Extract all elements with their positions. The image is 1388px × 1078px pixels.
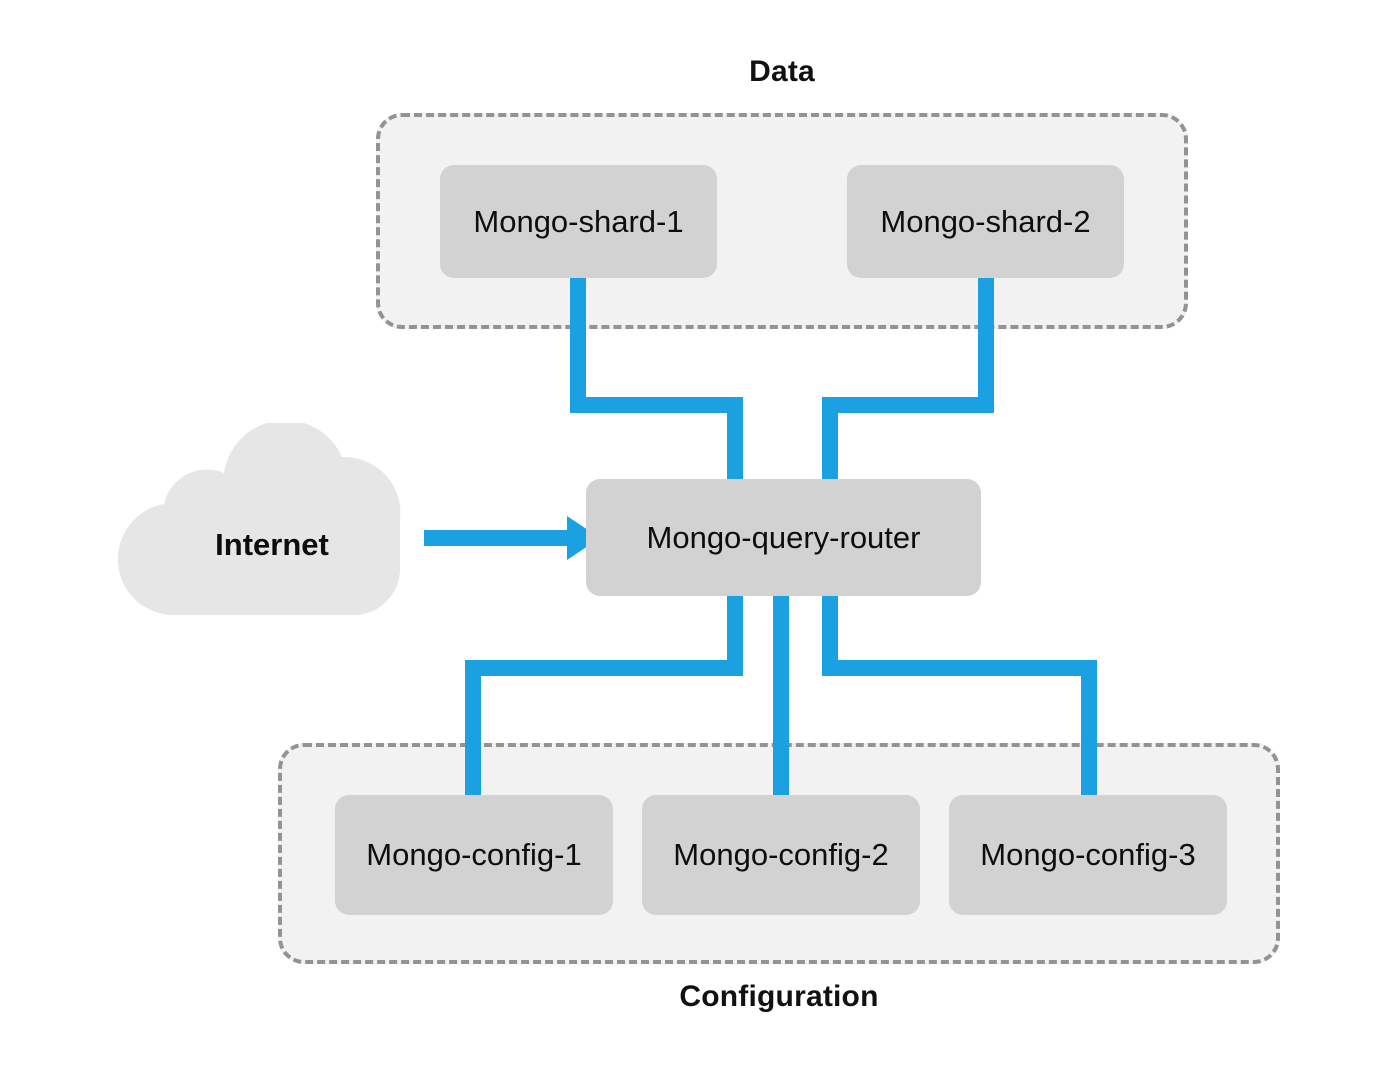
node-mongo-shard-2[interactable]: Mongo-shard-2: [847, 165, 1124, 278]
node-label-internet: Internet: [215, 527, 329, 562]
connector-router-config3: [822, 596, 1097, 795]
connector-shard1-router: [570, 278, 743, 479]
cloud-icon: [117, 423, 401, 615]
connector-shard2-router: [822, 278, 994, 479]
node-mongo-shard-1[interactable]: Mongo-shard-1: [440, 165, 717, 278]
node-mongo-config-2[interactable]: Mongo-config-2: [642, 795, 920, 915]
group-caption-configuration: Configuration: [679, 980, 879, 1013]
group-caption-data: Data: [749, 55, 815, 88]
arrowhead-icon: [567, 516, 600, 560]
connector-router-config1: [465, 596, 743, 795]
node-mongo-config-1[interactable]: Mongo-config-1: [335, 795, 613, 915]
node-internet-cloud[interactable]: Internet: [112, 423, 457, 631]
node-mongo-config-3[interactable]: Mongo-config-3: [949, 795, 1227, 915]
node-mongo-query-router[interactable]: Mongo-query-router: [586, 479, 981, 596]
